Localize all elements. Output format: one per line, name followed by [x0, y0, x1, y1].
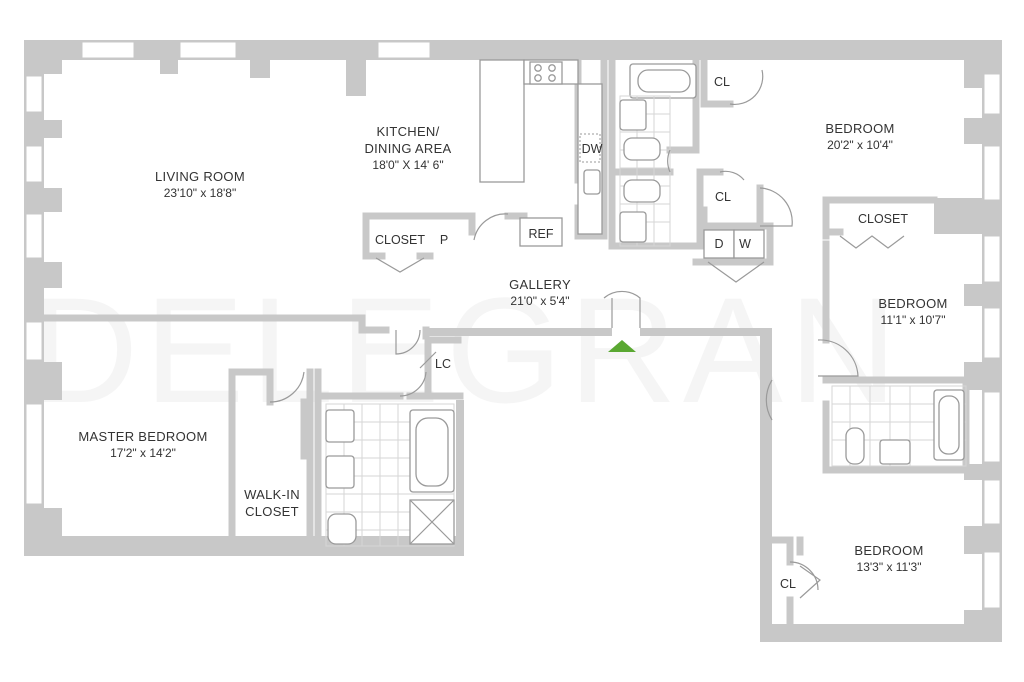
- living-room-label: LIVING ROOM: [155, 169, 245, 184]
- watermark: DELEGRAN: [30, 266, 903, 434]
- closet-top-label: CL: [714, 75, 730, 89]
- dishwasher-label: DW: [582, 142, 603, 156]
- bedroom3-label: BEDROOM: [854, 543, 923, 558]
- bedroom1-dims: 20'2" x 10'4": [827, 138, 893, 152]
- windows: [25, 41, 1001, 609]
- closet-mid-label: CL: [715, 190, 731, 204]
- bedroom3-closet-label: CL: [780, 577, 796, 591]
- gallery-dims: 21'0" x 5'4": [510, 294, 569, 308]
- bedroom2-label: BEDROOM: [878, 296, 947, 311]
- bedroom3-dims: 13'3" x 11'3": [857, 560, 922, 574]
- kitchen-closet-label: CLOSET: [375, 233, 425, 247]
- washer-label: W: [739, 237, 751, 251]
- kitchen-label-line2: DINING AREA: [364, 141, 451, 156]
- linen-closet-label: LC: [435, 357, 451, 371]
- gallery-label: GALLERY: [509, 277, 571, 292]
- walk-in-closet-label-line2: CLOSET: [245, 504, 299, 519]
- bedroom2-closet-label: CLOSET: [858, 212, 908, 226]
- pantry-label: P: [440, 233, 448, 247]
- entry-marker: [608, 340, 636, 352]
- kitchen-dims: 18'0" X 14' 6": [372, 158, 443, 172]
- doors: [269, 69, 905, 599]
- master-bedroom-dims: 17'2" x 14'2": [110, 446, 176, 460]
- living-room-dims: 23'10" x 18'8": [164, 186, 237, 200]
- bathroom-fixtures: [325, 63, 967, 547]
- master-bedroom-label: MASTER BEDROOM: [78, 429, 207, 444]
- walk-in-closet-label-line1: WALK-IN: [244, 487, 300, 502]
- interior-walls: [40, 56, 970, 634]
- bedroom1-label: BEDROOM: [825, 121, 894, 136]
- kitchen-counters: [479, 59, 603, 247]
- laundry: [703, 229, 765, 259]
- bedroom2-dims: 11'1" x 10'7": [881, 313, 946, 327]
- kitchen-label-line1: KITCHEN/: [376, 124, 439, 139]
- dryer-label: D: [714, 237, 723, 251]
- piers: [44, 60, 982, 624]
- ref-label: REF: [529, 227, 554, 241]
